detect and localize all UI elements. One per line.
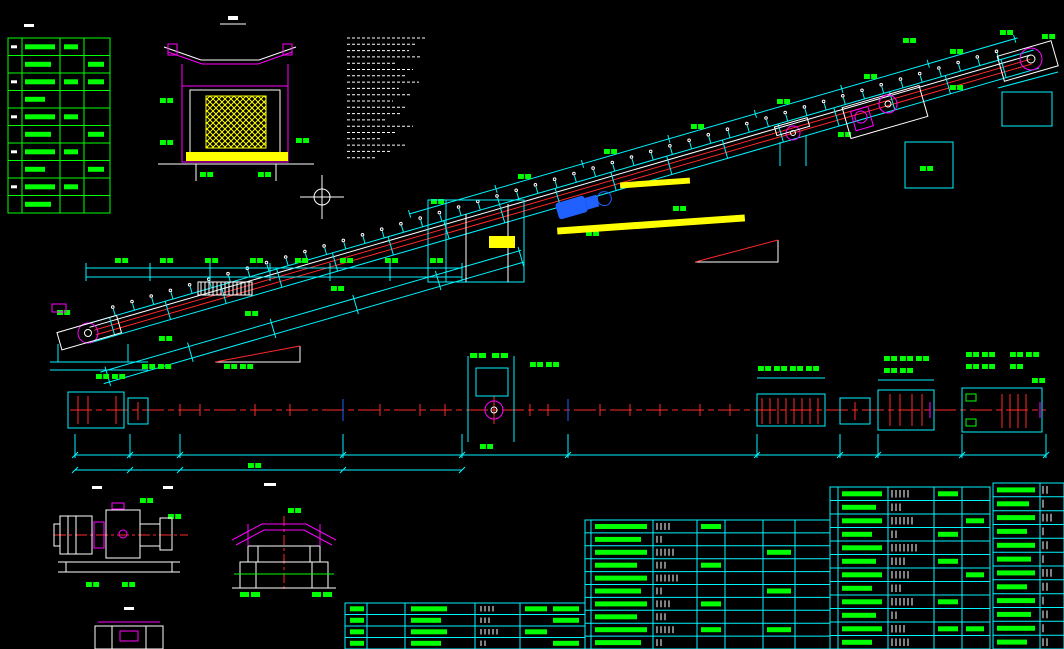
drive-motor	[555, 191, 612, 220]
parts-table-top-left	[7, 37, 111, 214]
bom-table-strip	[344, 602, 586, 649]
chute-guard-rails	[557, 177, 746, 235]
origin-marker	[300, 175, 344, 219]
drive-pulley-station	[841, 84, 929, 140]
drive-unit-detail	[53, 502, 188, 573]
bom-tables	[7, 37, 1064, 649]
slope-triangles	[214, 239, 779, 363]
cross-section-view	[158, 43, 314, 181]
dimension-labels	[57, 30, 1056, 597]
walkway-grating	[197, 281, 253, 296]
head-station	[904, 40, 1059, 189]
partial-detail	[94, 621, 164, 649]
pulley-detail	[231, 516, 337, 592]
notes-text-block	[347, 37, 425, 159]
bom-table-right-b	[992, 482, 1064, 649]
loading-frame	[427, 199, 525, 283]
snub-pulley-station	[773, 116, 811, 166]
misc-marks	[24, 16, 276, 610]
bom-table-right-a	[829, 486, 991, 649]
bom-table-center	[584, 519, 831, 649]
tail-station	[50, 303, 148, 371]
plan-view-static	[67, 356, 1043, 442]
plan-view-centerline	[70, 394, 1050, 474]
